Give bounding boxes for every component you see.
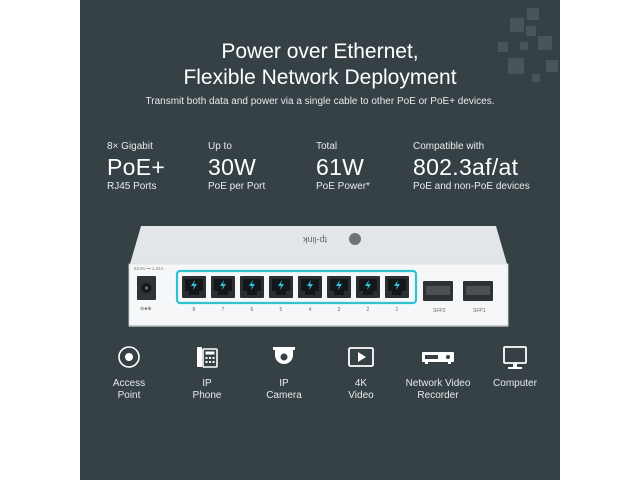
poe-bolt-icon bbox=[307, 280, 313, 290]
poe-bolt-icon bbox=[191, 280, 197, 290]
rj45-port bbox=[182, 276, 206, 298]
power-rating-label: 53.5V ⎓ 1.31A bbox=[134, 266, 164, 271]
network-video-recorder-icon bbox=[422, 352, 454, 364]
port-number: 6 bbox=[251, 307, 254, 313]
stat-total-power: Total 61W PoE Power* bbox=[316, 141, 370, 193]
rj45-port bbox=[269, 276, 293, 298]
stat-sub: RJ45 Ports bbox=[107, 181, 157, 192]
port-number: 5 bbox=[280, 307, 283, 313]
poe-bolt-icon bbox=[336, 280, 342, 290]
rj45-port bbox=[240, 276, 264, 298]
rj45-port bbox=[211, 276, 235, 298]
video-4k-icon bbox=[348, 347, 374, 367]
stat-sub: PoE per Port bbox=[208, 181, 266, 192]
stat-value: PoE+ bbox=[107, 154, 166, 180]
poe-port-highlight bbox=[175, 269, 418, 305]
ip-phone-icon bbox=[197, 347, 218, 368]
stat-value: 802.3af/at bbox=[413, 154, 519, 180]
subtitle: Transmit both data and power via a singl… bbox=[145, 96, 495, 107]
switch-top-face bbox=[130, 226, 507, 264]
poe-bolt-icon bbox=[365, 280, 371, 290]
rj45-port bbox=[385, 276, 409, 298]
port-number: 3 bbox=[338, 307, 341, 313]
sfp-label-1: SFP1 bbox=[473, 308, 486, 314]
poe-bolt-icon bbox=[249, 280, 255, 290]
stat-label: Up to bbox=[208, 141, 232, 152]
stat-compatibility: Compatible with 802.3af/at PoE and non-P… bbox=[413, 141, 530, 193]
headline-line-1: Power over Ethernet, bbox=[221, 40, 419, 63]
computer-icon bbox=[503, 346, 527, 369]
rj45-port bbox=[327, 276, 351, 298]
device-label-computer: Computer bbox=[493, 378, 537, 389]
port-number: 4 bbox=[309, 307, 312, 313]
sfp-label-2: SFP2 bbox=[433, 308, 446, 314]
port-number: 1 bbox=[396, 307, 399, 313]
port-number: 2 bbox=[367, 307, 370, 313]
poe-bolt-icon bbox=[220, 280, 226, 290]
stat-label: 8× Gigabit bbox=[107, 141, 153, 152]
stat-label: Total bbox=[316, 141, 338, 152]
poe-banner: Power over Ethernet, Flexible Network De… bbox=[80, 0, 560, 480]
rj45-port bbox=[298, 276, 322, 298]
brand-wordmark: tp-link bbox=[302, 235, 327, 245]
port-number: 7 bbox=[222, 307, 225, 313]
brand-logo bbox=[349, 233, 361, 245]
ip-camera-icon bbox=[273, 347, 295, 364]
access-point-icon bbox=[118, 346, 140, 368]
port-number: 8 bbox=[193, 307, 196, 313]
svg-text:⊖●⊕: ⊖●⊕ bbox=[140, 306, 151, 312]
stat-value: 30W bbox=[208, 154, 257, 180]
poe-bolt-icon bbox=[394, 280, 400, 290]
rj45-port bbox=[356, 276, 380, 298]
stat-sub: PoE Power* bbox=[316, 181, 370, 192]
stat-sub: PoE and non-PoE devices bbox=[413, 181, 530, 192]
stat-ports: 8× Gigabit PoE+ RJ45 Ports bbox=[107, 141, 165, 193]
poe-bolt-icon bbox=[278, 280, 284, 290]
headline-line-2: Flexible Network Deployment bbox=[183, 66, 457, 89]
stat-label: Compatible with bbox=[413, 141, 485, 152]
stat-value: 61W bbox=[316, 154, 365, 180]
stat-per-port-power: Up to 30W PoE per Port bbox=[208, 141, 265, 193]
